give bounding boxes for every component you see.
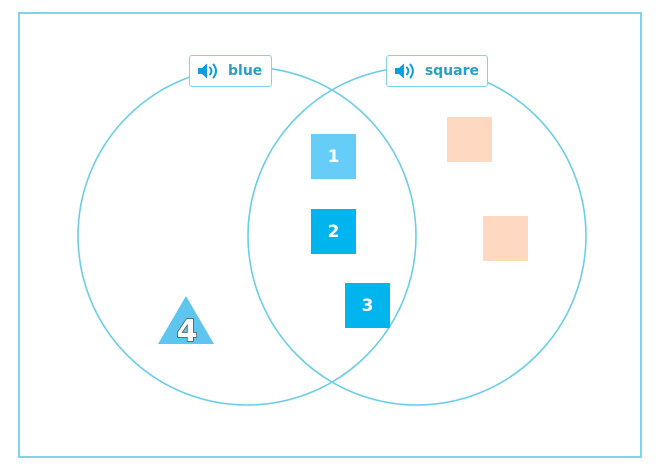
set-label-square[interactable]: square: [386, 55, 488, 87]
item-number: 1: [327, 146, 340, 167]
set-circle-blue: [77, 66, 417, 406]
set-label-text: blue: [228, 63, 263, 79]
shape-item-2[interactable]: 2: [311, 209, 356, 254]
item-number: 2: [327, 221, 340, 242]
set-label-blue[interactable]: blue: [189, 55, 272, 87]
set-label-text: square: [424, 63, 479, 79]
shape-item-3[interactable]: 3: [345, 283, 390, 328]
set-circle-square: [247, 66, 587, 406]
shape-item-4[interactable]: 4: [157, 295, 215, 345]
shape-item-1[interactable]: 1: [311, 134, 356, 179]
placeholder-square: [483, 216, 528, 261]
item-number: 4: [177, 314, 198, 345]
placeholder-square: [447, 117, 492, 162]
speaker-icon: [198, 63, 217, 79]
item-number: 3: [361, 295, 374, 316]
speaker-icon: [394, 63, 414, 79]
triangle-shape: [158, 296, 214, 344]
